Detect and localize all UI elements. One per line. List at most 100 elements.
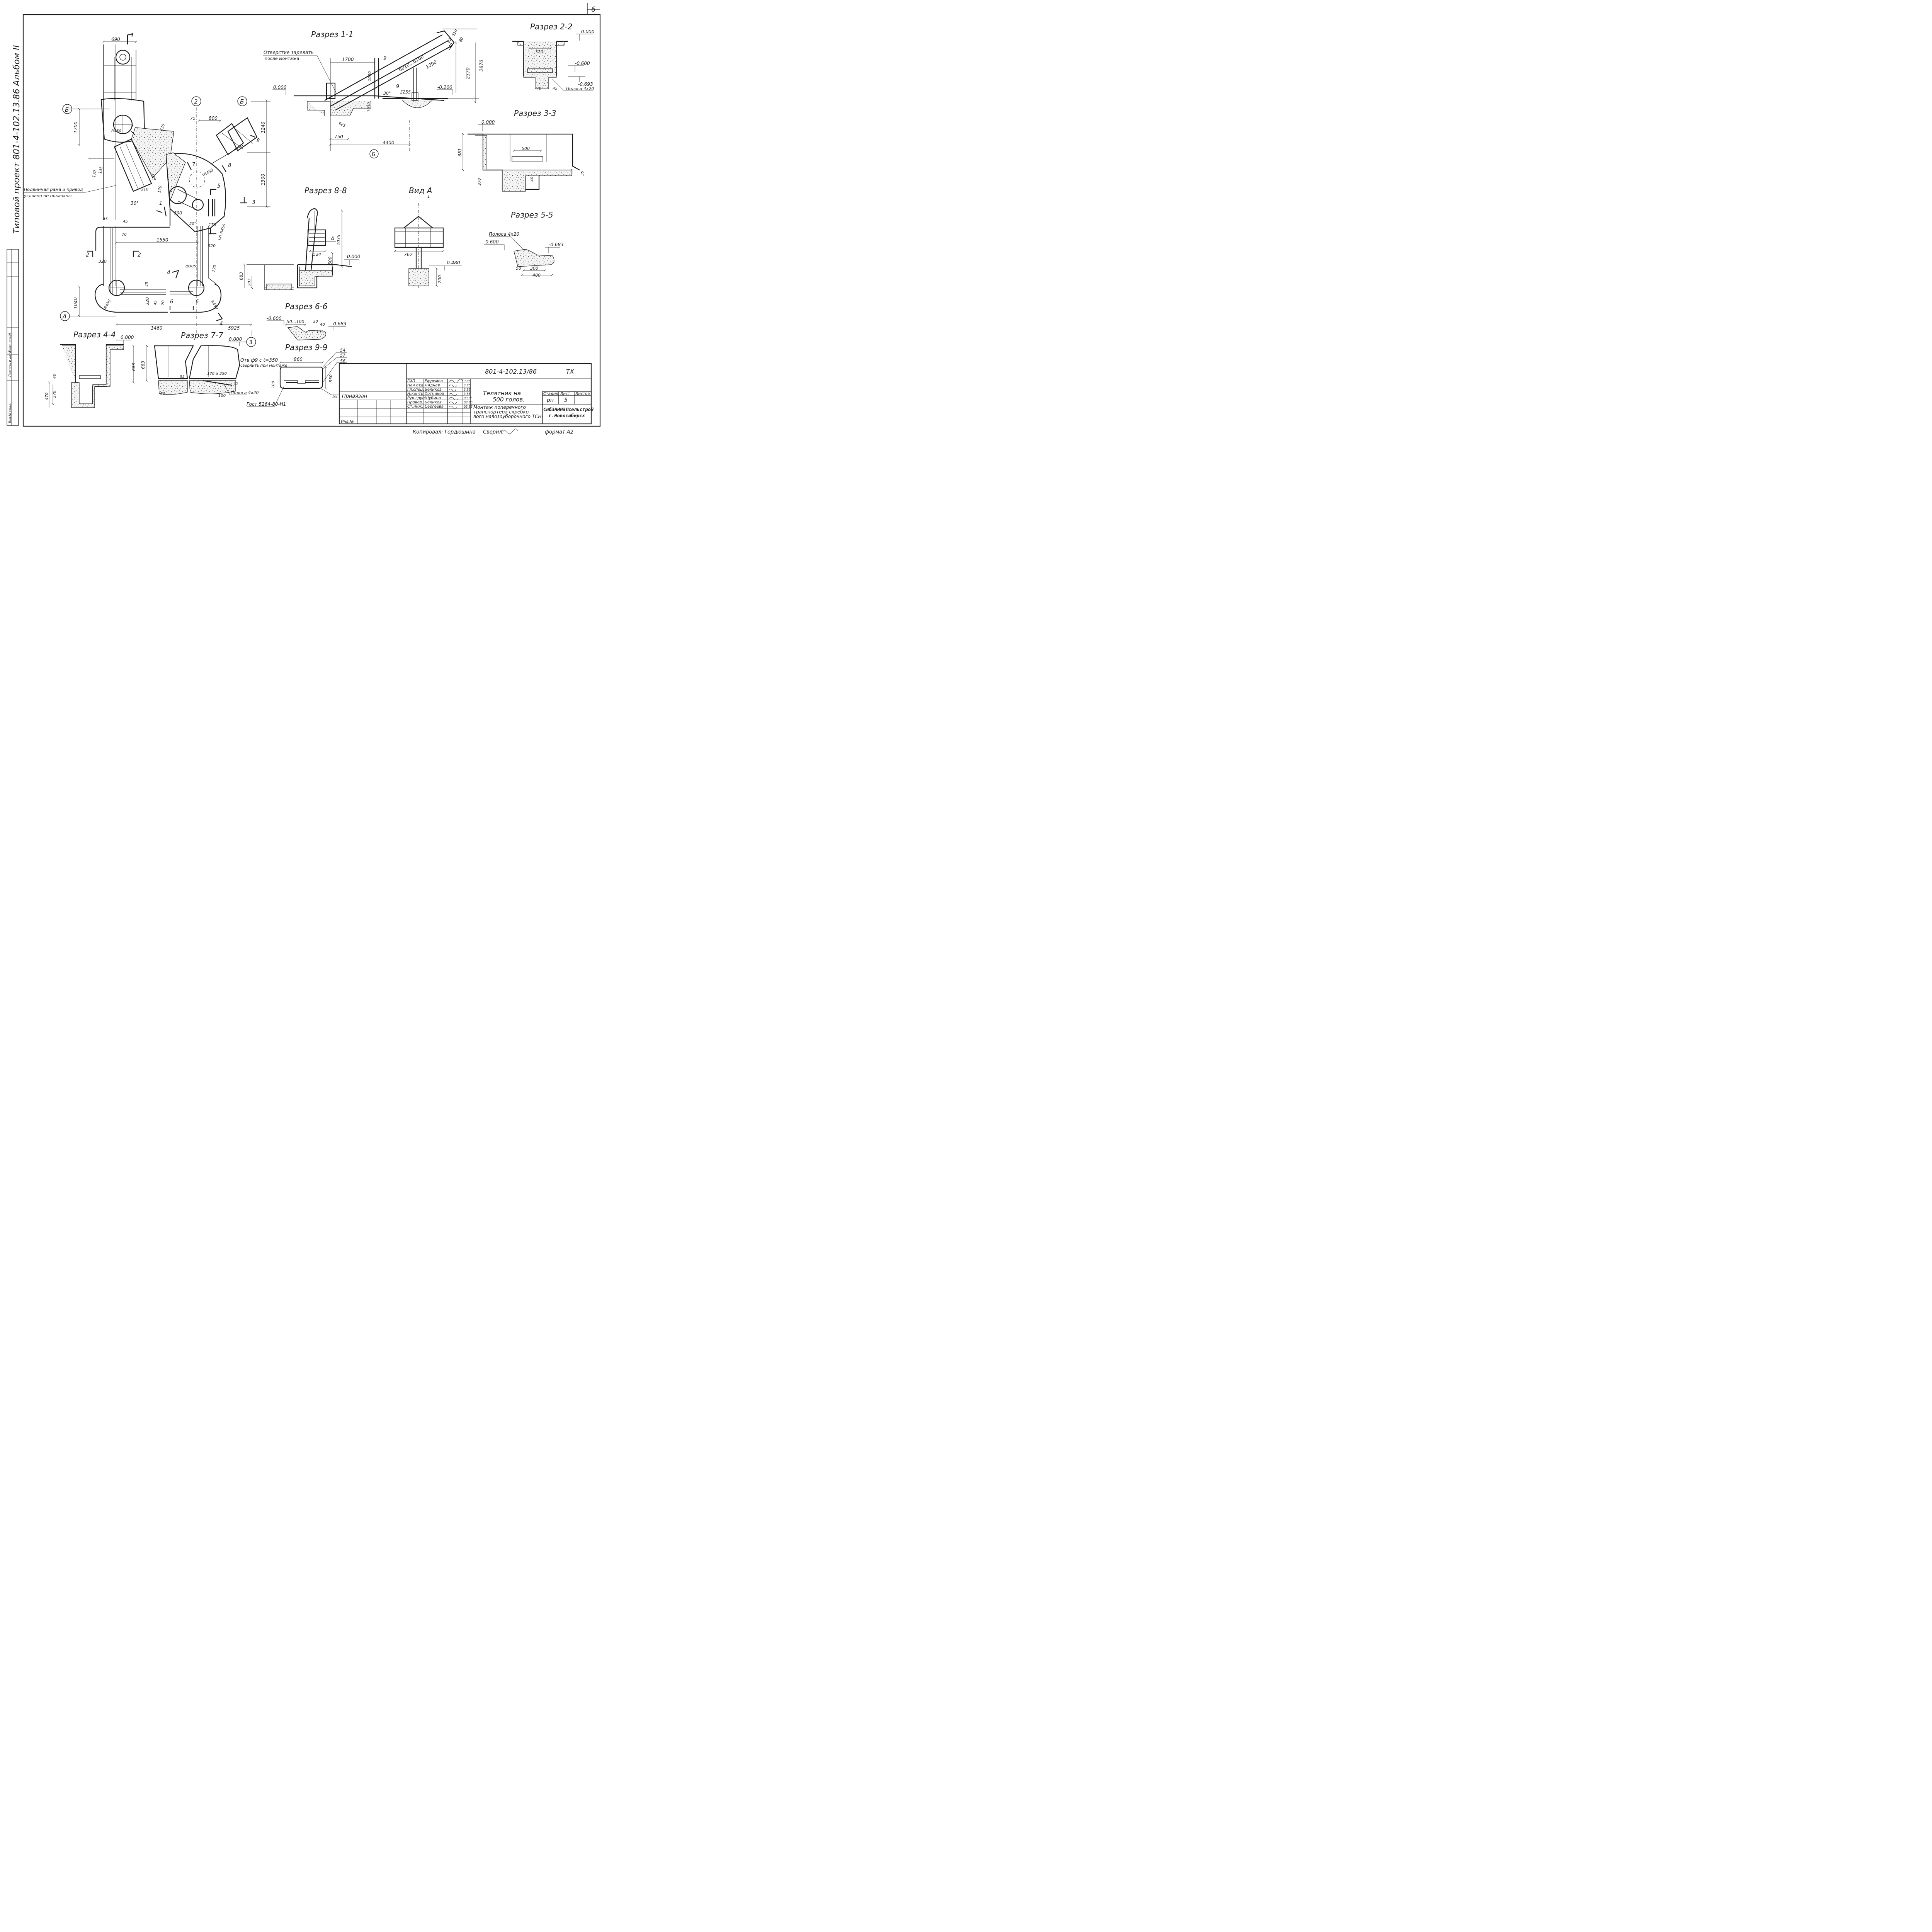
plan-cut-5a: 5 (217, 183, 221, 189)
sec33-title: Разрез 3-3 (514, 109, 556, 118)
view-a: Вид А 1 762 200 -0.480 (395, 186, 462, 288)
sec44-title: Разрез 4-4 (73, 330, 116, 339)
sec44-dim-683: 683 (131, 363, 136, 371)
plan-dim-5925: 5925 (228, 325, 240, 331)
sec11-dim-1290: 1290 (425, 59, 438, 70)
sec11-axis: Б (372, 151, 376, 158)
tb-date-1: 3.85 (464, 384, 471, 387)
section-3-3: Разрез 3-3 500 683 370 40 35 0.000 (457, 109, 585, 192)
tb-name-2: Беликов (425, 388, 442, 392)
tb-name-1: Лиднев (424, 383, 440, 388)
tb-name-4: Шубина (425, 396, 441, 400)
strip-label-inv: Инв.№ подл. (8, 403, 12, 423)
tb-role-6: Ст.инж. (407, 405, 423, 409)
sec44-level-0: 0.000 (121, 335, 134, 340)
sec22-strip: Полоса 4х20 (566, 86, 594, 91)
tb-org-2: г.Новосибирск (549, 413, 585, 418)
sheet-frame: 6 (22, 3, 601, 427)
sec55-strip: Полоса 4х20 (489, 231, 520, 237)
footer-checked-by: Сверил: (483, 429, 504, 435)
sec11-level-0: 0.000 (273, 85, 287, 90)
section-5-5: Разрез 5-5 Полоса 4х20 -0.600 -0.683 50 … (484, 210, 564, 278)
tb-name-0: Ефремов (425, 379, 443, 383)
footer-format: формат А2 (545, 429, 573, 435)
plan-cut-5b: 5 (218, 235, 222, 241)
tb-stage-header: Стадия (543, 392, 558, 396)
sec11-dim-4400: 4400 (383, 140, 395, 145)
plan-dim-170c: 170 (212, 265, 217, 273)
sec99-gost: Гост 5264-80-Н1 (247, 401, 286, 407)
sec99-dim-100: 100 (271, 381, 276, 388)
plan-dim-1240: 1240 (260, 121, 266, 133)
plan-dim-320b: 320 (145, 297, 150, 305)
copy-footer: Копировал: Гордюшина Сверил: формат А2 (413, 429, 573, 435)
sec99-dim-860: 860 (294, 357, 303, 362)
sec11-dim-255: £255 (400, 90, 411, 95)
plan-cut-1b: 1 (159, 201, 162, 206)
sec88-dim-203: 203 (247, 279, 252, 286)
side-title: Типовой проект 801-4-102.13.86 Альбом II (12, 45, 22, 234)
sec77-dim-683: 683 (141, 361, 146, 369)
plan-dim-690: 690 (111, 37, 120, 42)
plan-dim-45b: 45 (123, 219, 128, 224)
sec66-level-m600: -0.600 (267, 316, 282, 321)
sec11-dim-510: 510 (451, 29, 459, 37)
sec99-s56: 56 (340, 359, 345, 364)
plan-cut-4a: 4 (167, 270, 170, 276)
tb-sheets-header: Листов (575, 392, 590, 396)
sec55-level-m683: -0.683 (549, 242, 564, 247)
plan-dim-1700: 1700 (73, 121, 78, 133)
tb-inv: Инв.№ (341, 420, 354, 424)
tb-object-2: 500 голов. (493, 396, 525, 403)
sec11-note-1: Отверстие заделать (264, 50, 314, 55)
sec77-dim-15: 15 (234, 382, 238, 386)
tb-name-3: Сотников (425, 392, 444, 396)
plan-cut-8a: 8 (257, 138, 260, 144)
sec99-hole-2: сверлить при монтаже (240, 364, 287, 368)
sec11-dim-2870: 2870 (479, 60, 484, 71)
sec77-dim-170: 170 и 250 (207, 372, 227, 376)
tb-signatures (449, 379, 463, 409)
viewa-level-m480: -0.480 (445, 260, 460, 265)
plan-cut-7a: 7 (130, 124, 134, 130)
sec77-title: Разрез 7-7 (181, 331, 223, 340)
section-7-7: Разрез 7-7 0.000 683 35 50 170 и 250 100… (141, 331, 259, 398)
plan-dim-210: 210 (141, 187, 148, 192)
plan-dim-800: 800 (209, 116, 218, 121)
section-2-2: Разрез 2-2 320 70 45 0.000 -0.600 -0.693… (512, 22, 595, 91)
sec77-level-0: 0.000 (229, 337, 242, 342)
plan-cut-6b: 6 (196, 299, 199, 305)
plan-dim-1300: 1300 (260, 173, 266, 185)
drawing-sheet: 6 Типовой проект 801-4-102.13.86 Альбом … (7, 3, 601, 435)
section-6-6: Разрез 6-6 -0.600 -0.683 50...100 30 40 … (267, 302, 347, 340)
plan-cut-2b: 2 (138, 252, 141, 258)
plan-cut-8b: 8 (228, 163, 231, 168)
sec11-cut-9a: 9 (383, 56, 386, 61)
sec44-dim-370: 370 (53, 391, 57, 398)
section-4-4: Разрез 4-4 0.000 683 470 370 40 (45, 330, 136, 408)
plan-cut-7b: 7 (192, 162, 196, 168)
tb-sheet-header: Лист (560, 392, 571, 396)
plan-dim-170d: 170 (209, 223, 216, 227)
plan-angle-20: 20° (189, 222, 196, 226)
sec66-angle-30: 30° (316, 330, 323, 334)
sec11-dim-425: 425 (338, 121, 346, 128)
sec88-title: Разрез 8-8 (304, 186, 347, 195)
sec99-dim-350: 350 (328, 374, 333, 383)
plan-r450b: R450 (103, 299, 112, 310)
plan-cut-6a: 6 (170, 299, 173, 305)
tb-sheet-title-1: Монтаж поперечного (473, 405, 526, 410)
tb-role-5: Провер. (407, 400, 423, 405)
tb-role-0: ГИП (407, 379, 415, 383)
sec55-level-m600: -0.600 (484, 239, 499, 245)
plan-dim-45a: 45 (103, 217, 108, 221)
sheet-number: 6 (591, 5, 595, 14)
viewa-dim-762: 762 (404, 252, 413, 257)
sec11-dim-750: 750 (334, 134, 343, 139)
plan-view: Б А 2 Б 3 690 1 1700 1040 1460 5925 1550… (23, 33, 270, 347)
sec55-title: Разрез 5-5 (511, 210, 553, 219)
sec55-dim-50: 50 (516, 266, 521, 271)
plan-axis-a: А (62, 313, 66, 320)
title-block: 801-4-102.13/86 ТХ Привязан Инв.№ ГИП На… (338, 363, 594, 425)
tb-role-1: Нач.отд. (407, 383, 425, 388)
